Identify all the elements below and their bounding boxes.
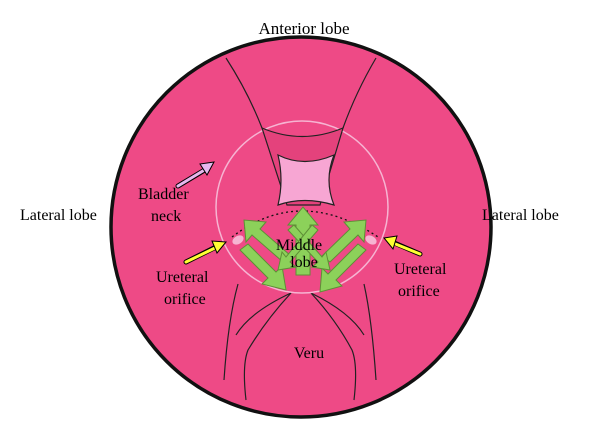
ureteral-orifice-left bbox=[232, 235, 244, 245]
arrow-lower-right bbox=[319, 243, 367, 293]
bladder-neck-ring bbox=[215, 120, 389, 294]
label-ureteral-left-1: Ureteral bbox=[156, 269, 209, 286]
label-ureteral-right-2: orifice bbox=[398, 283, 440, 300]
ureteral-pointer-left bbox=[183, 240, 227, 265]
right-lower-boundary bbox=[363, 283, 377, 381]
ureteral-orifice-right bbox=[365, 235, 377, 245]
left-lower-boundary bbox=[223, 283, 239, 381]
right-lobe-boundary bbox=[342, 57, 377, 129]
label-lateral-lobe-right: Lateral lobe bbox=[482, 207, 559, 224]
left-lobe-boundary bbox=[225, 57, 263, 129]
arrow-upper-right bbox=[321, 219, 367, 263]
label-veru: Veru bbox=[294, 345, 324, 362]
label-ureteral-left-2: orifice bbox=[164, 291, 206, 308]
arrow-inner-right bbox=[277, 224, 319, 271]
label-ureteral-right-1: Ureteral bbox=[394, 261, 447, 278]
label-bladder-neck-1: Bladder bbox=[138, 186, 189, 203]
ureteral-pointer-right bbox=[383, 235, 423, 257]
urethral-opening bbox=[277, 153, 336, 206]
label-middle-lobe-2: lobe bbox=[290, 254, 318, 271]
label-lateral-lobe-left: Lateral lobe bbox=[20, 207, 97, 224]
arrow-inner-left bbox=[287, 224, 331, 271]
arrow-lower-left bbox=[239, 243, 287, 291]
veru-left-edge bbox=[243, 292, 292, 401]
veru-cross-right bbox=[310, 292, 365, 336]
veru-cross-left bbox=[235, 292, 292, 336]
bladder-neck-pointer bbox=[175, 161, 215, 189]
veru-right-edge bbox=[310, 292, 357, 401]
label-bladder-neck-2: neck bbox=[151, 208, 181, 225]
arrow-upper-left bbox=[243, 219, 292, 263]
label-anterior-lobe: Anterior lobe bbox=[258, 19, 349, 38]
label-middle-lobe-1: Middle bbox=[276, 237, 322, 254]
